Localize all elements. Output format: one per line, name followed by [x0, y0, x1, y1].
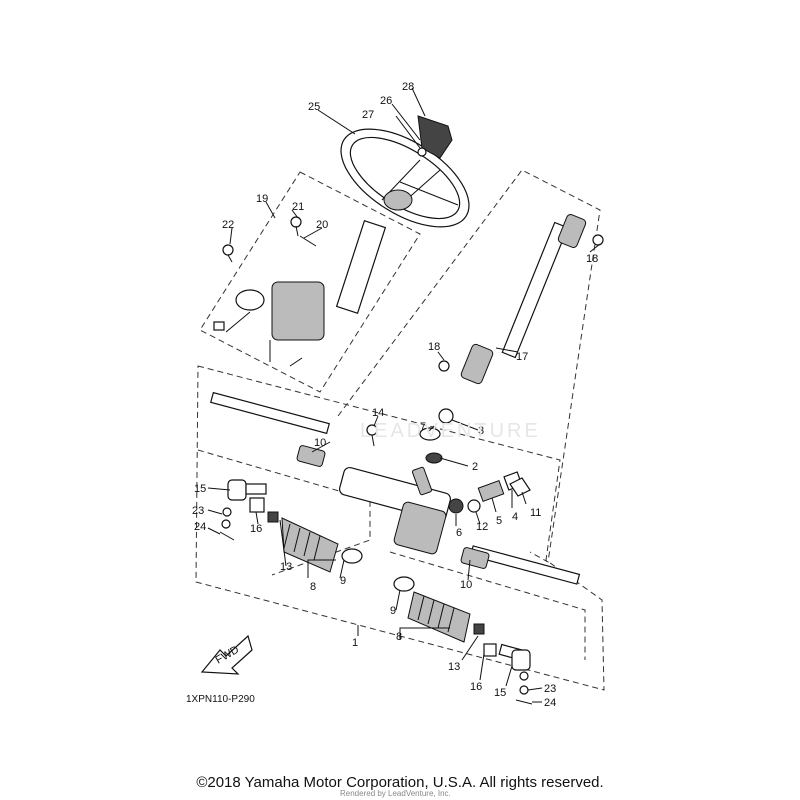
callout-20: 20	[316, 219, 328, 231]
callout-11: 11	[530, 507, 541, 519]
callout-13-left: 13	[280, 561, 292, 573]
callout-26: 26	[380, 95, 392, 107]
callout-19: 19	[256, 193, 268, 205]
tie-rod-right-group-outline	[389, 551, 586, 660]
tie-rod-left	[219, 479, 363, 573]
callout-6: 6	[456, 527, 462, 539]
steering-wheel-cover	[417, 115, 453, 159]
watermark-text: LEADVENTURE	[360, 420, 541, 442]
callout-25: 25	[308, 101, 320, 113]
callout-28: 28	[402, 81, 414, 93]
steering-column-group-outline	[199, 171, 421, 393]
callout-8-left: 8	[310, 581, 316, 593]
steering-rack-assembly	[210, 391, 581, 585]
callout-24-right: 24	[544, 697, 556, 709]
callout-9-right: 9	[390, 605, 396, 617]
callout-24-left: 24	[194, 521, 206, 533]
fwd-arrow-icon: FWD	[200, 634, 253, 675]
steering-wheel	[340, 128, 470, 228]
callout-23-left: 23	[192, 505, 204, 517]
callout-27: 27	[362, 109, 374, 121]
callout-22: 22	[222, 219, 234, 231]
diagram-code: 1XPN110-P290	[186, 694, 255, 705]
callout-10-lower: 10	[460, 579, 472, 591]
callout-16-right: 16	[470, 681, 482, 693]
callout-14: 14	[372, 407, 384, 419]
tie-rod-right	[393, 576, 533, 705]
steering-shaft-group-outline	[337, 169, 601, 563]
callout-10-upper: 10	[314, 437, 326, 449]
callout-23-right: 23	[544, 683, 556, 695]
leader-lines	[207, 87, 601, 703]
steering-column-assembly	[213, 216, 387, 367]
callout-16-left: 16	[250, 523, 262, 535]
callout-9-left: 9	[340, 575, 346, 587]
callout-17: 17	[516, 351, 528, 363]
callout-15-right: 15	[494, 687, 506, 699]
callout-4: 4	[512, 511, 518, 523]
callout-13-right: 13	[448, 661, 460, 673]
callout-5: 5	[496, 515, 502, 527]
rendered-by-note: Rendered by LeadVenture, Inc.	[340, 789, 451, 798]
callout-15-left: 15	[194, 483, 206, 495]
callout-18-upper: 18	[586, 253, 598, 265]
callout-3: 3	[478, 425, 484, 437]
callout-18-lower: 18	[428, 341, 440, 353]
callout-labels: 28 26 27 25 19 21 20 22 18 18 17 14 10 7…	[192, 81, 598, 709]
callout-21: 21	[292, 201, 304, 213]
callout-12: 12	[476, 521, 488, 533]
callout-7: 7	[420, 421, 426, 433]
steering-rack-group-outline	[195, 365, 605, 691]
steering-shaft	[438, 214, 604, 385]
callout-1: 1	[352, 637, 358, 649]
callout-8-right: 8	[396, 631, 402, 643]
copyright-notice: ©2018 Yamaha Motor Corporation, U.S.A. A…	[196, 774, 604, 791]
callout-2: 2	[472, 461, 478, 473]
